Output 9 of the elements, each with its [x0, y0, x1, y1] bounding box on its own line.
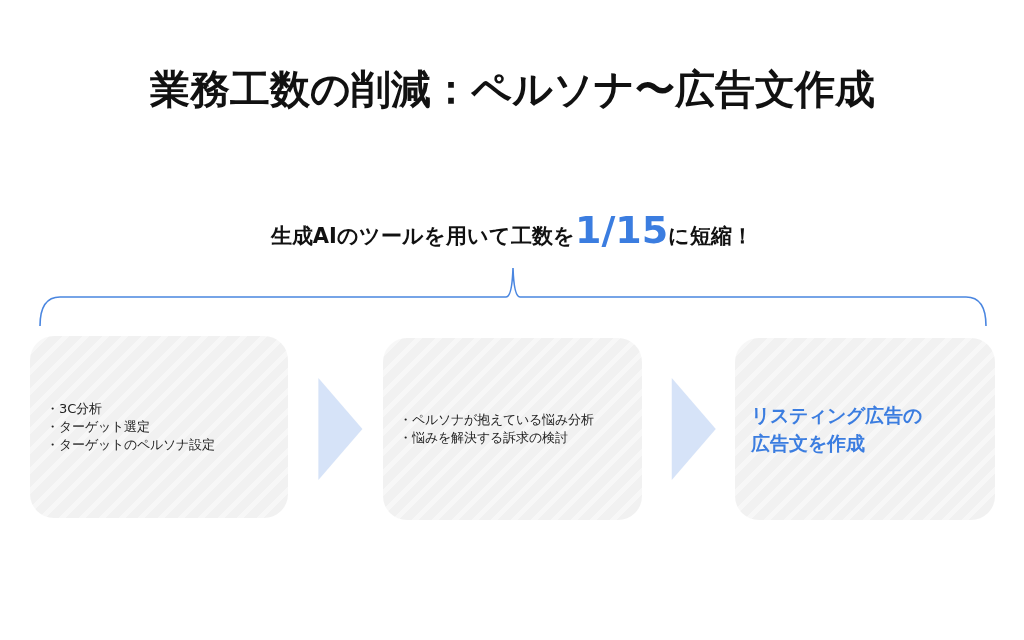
chevron-arrow: [318, 378, 363, 480]
bullet-item: ・ターゲット選定: [46, 418, 150, 436]
chevron-arrow: [671, 378, 716, 480]
bullet-item: ・ペルソナが抱えている悩み分析: [399, 411, 594, 429]
step-heading: リスティング広告の広告文を作成: [751, 403, 923, 456]
title: 業務工数の削減：ペルソナ〜広告文作成: [148, 65, 876, 114]
bullet-item: ・3C分析: [46, 400, 103, 418]
bullet-item: ・ターゲットのペルソナ設定: [46, 436, 215, 454]
bullet-item: ・悩みを解決する訴求の検討: [399, 429, 568, 447]
